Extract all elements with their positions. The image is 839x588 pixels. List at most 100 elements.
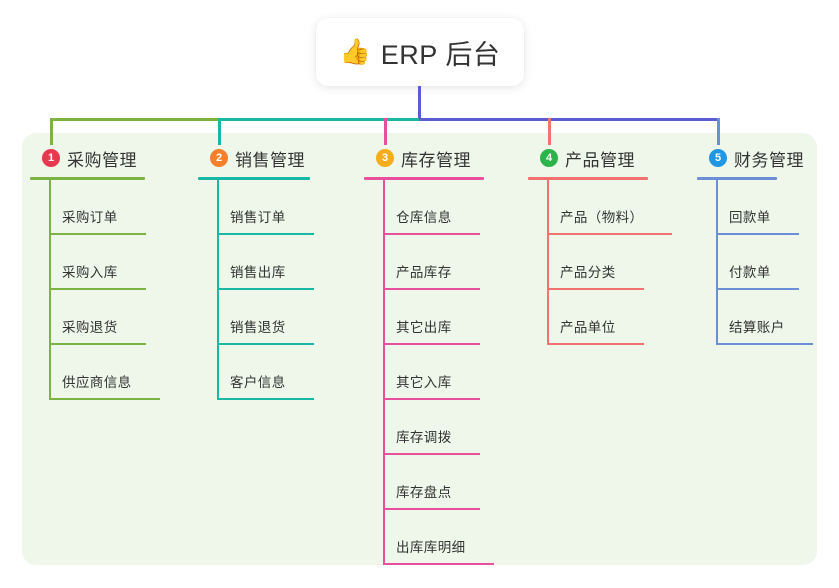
branch-item[interactable]: 其它入库	[384, 345, 524, 400]
branch-item-label: 销售出库	[230, 265, 286, 280]
branch-item[interactable]: 库存盘点	[384, 455, 524, 510]
branch-item[interactable]: 回款单	[717, 180, 817, 235]
branch-item[interactable]: 销售退货	[218, 290, 350, 345]
branch-item-label: 客户信息	[230, 375, 286, 390]
branch-item-label: 其它出库	[396, 320, 452, 335]
branch-item-label: 库存调拨	[396, 430, 452, 445]
branch-drop-line-2	[218, 118, 221, 145]
branch-item-label: 销售订单	[230, 210, 286, 225]
bus-segment-2	[218, 118, 422, 121]
branch-item-label: 采购订单	[62, 210, 118, 225]
branch-number-badge: 4	[540, 149, 558, 167]
branch-item-underline	[717, 233, 799, 235]
branch-item-list: 产品（物料） 产品分类产品单位	[528, 180, 688, 345]
branch-item-underline	[717, 288, 799, 290]
root-node-card[interactable]: 👍 ERP 后台	[316, 18, 524, 86]
branch-item[interactable]: 产品分类	[548, 235, 688, 290]
branch-item[interactable]: 其它出库	[384, 290, 524, 345]
branch-item-label: 回款单	[729, 210, 771, 225]
branch-item[interactable]: 产品库存	[384, 235, 524, 290]
bus-segment-3	[419, 118, 720, 121]
branch-column-1: 1 采购管理采购订单采购入库采购退货供应商信息	[30, 145, 185, 400]
branch-item-label: 产品单位	[560, 320, 616, 335]
branch-item-underline	[218, 288, 314, 290]
branch-drop-line-5	[717, 118, 720, 145]
branch-item-underline	[384, 398, 480, 400]
branch-title: 销售管理	[235, 150, 305, 170]
branch-item[interactable]: 结算账户	[717, 290, 817, 345]
branch-item-underline	[50, 343, 146, 345]
branch-item-underline	[548, 288, 644, 290]
branch-item-underline	[548, 233, 672, 235]
branch-item[interactable]: 出库库明细	[384, 510, 524, 565]
branch-item[interactable]: 仓库信息	[384, 180, 524, 235]
branch-drop-line-4	[548, 118, 551, 145]
branch-item[interactable]: 采购入库	[50, 235, 185, 290]
branch-header-2[interactable]: 2 销售管理	[198, 145, 350, 171]
branch-trunk-line	[716, 180, 718, 345]
branch-item[interactable]: 采购订单	[50, 180, 185, 235]
branch-item[interactable]: 销售订单	[218, 180, 350, 235]
branch-drop-line-1	[50, 118, 53, 145]
branch-item-underline	[717, 343, 813, 345]
branch-item-label: 采购入库	[62, 265, 118, 280]
branch-item-label: 其它入库	[396, 375, 452, 390]
branch-number-badge: 1	[42, 149, 60, 167]
branch-title: 采购管理	[67, 150, 137, 170]
branch-item-label: 仓库信息	[396, 210, 452, 225]
branch-item-underline	[218, 233, 314, 235]
branch-item-label: 库存盘点	[396, 485, 452, 500]
branch-trunk-line	[217, 180, 219, 400]
branch-item-label: 产品分类	[560, 265, 616, 280]
branch-item-label: 付款单	[729, 265, 771, 280]
branch-trunk-line	[49, 180, 51, 400]
branch-item[interactable]: 产品单位	[548, 290, 688, 345]
branch-number-badge: 2	[210, 149, 228, 167]
branch-title: 库存管理	[401, 150, 471, 170]
branch-item-list: 仓库信息产品库存其它出库其它入库库存调拨库存盘点出库库明细	[364, 180, 524, 565]
branch-underline	[198, 177, 310, 180]
branch-item-underline	[384, 563, 494, 565]
branch-underline	[697, 177, 777, 180]
branch-item-label: 供应商信息	[62, 375, 132, 390]
thumbs-up-icon: 👍	[339, 37, 371, 66]
branch-item[interactable]: 产品（物料）	[548, 180, 688, 235]
branch-item[interactable]: 采购退货	[50, 290, 185, 345]
branch-item-underline	[384, 233, 480, 235]
branch-title: 财务管理	[734, 150, 804, 170]
branch-title: 产品管理	[565, 150, 635, 170]
branch-item-underline	[384, 288, 480, 290]
branch-item[interactable]: 客户信息	[218, 345, 350, 400]
branch-item[interactable]: 销售出库	[218, 235, 350, 290]
branch-drop-line-3	[384, 118, 387, 145]
branch-item[interactable]: 供应商信息	[50, 345, 185, 400]
branch-item-list: 采购订单采购入库采购退货供应商信息	[30, 180, 185, 400]
branch-item[interactable]: 付款单	[717, 235, 817, 290]
branch-underline	[528, 177, 648, 180]
branch-item-label: 产品库存	[396, 265, 452, 280]
branch-column-4: 4 产品管理产品（物料） 产品分类产品单位	[528, 145, 688, 345]
branch-item-label: 产品（物料）	[560, 210, 644, 225]
branch-item-underline	[384, 508, 480, 510]
branch-trunk-line	[383, 180, 385, 565]
branch-item[interactable]: 库存调拨	[384, 400, 524, 455]
branch-item-underline	[384, 453, 480, 455]
branch-item-underline	[548, 343, 644, 345]
branch-item-underline	[384, 343, 480, 345]
branch-item-label: 结算账户	[729, 320, 785, 335]
bus-segment-1	[50, 118, 221, 121]
branch-header-4[interactable]: 4 产品管理	[528, 145, 688, 171]
branch-item-label: 出库库明细	[396, 540, 466, 555]
branch-item-underline	[50, 288, 146, 290]
branch-header-1[interactable]: 1 采购管理	[30, 145, 185, 171]
branch-item-underline	[50, 398, 160, 400]
mindmap-panel	[22, 133, 817, 565]
branch-item-underline	[50, 233, 146, 235]
branch-item-list: 销售订单销售出库销售退货客户信息	[198, 180, 350, 400]
branch-trunk-line	[547, 180, 549, 345]
root-stem-line	[418, 86, 421, 121]
